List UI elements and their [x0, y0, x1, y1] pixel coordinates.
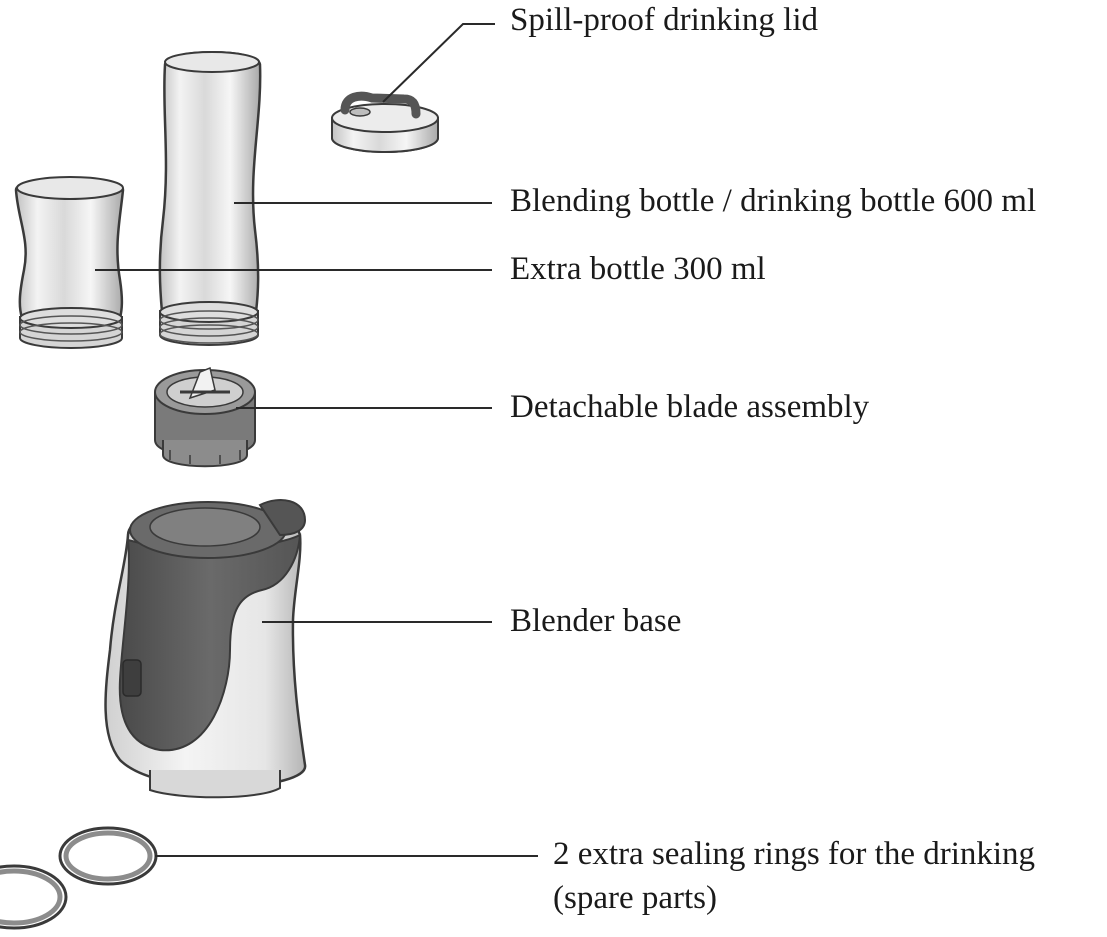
leader-lines — [95, 23, 538, 857]
extra-bottle-illustration — [14, 176, 125, 349]
blending-bottle-illustration — [158, 51, 262, 346]
sealing-rings-illustration — [0, 826, 158, 930]
leader-line-lid — [382, 23, 495, 103]
label-extra-bottle: Extra bottle 300 ml — [510, 251, 766, 287]
label-blade-assembly: Detachable blade assembly — [510, 389, 870, 425]
label-blender-base: Blender base — [510, 603, 682, 639]
blender-base-illustration — [104, 499, 307, 799]
drinking-lid-illustration — [331, 91, 439, 153]
label-sealing-rings: 2 extra sealing rings for the drinking — [553, 836, 1036, 872]
blade-assembly-illustration — [154, 366, 256, 468]
label-drinking-lid: Spill-proof drinking lid — [510, 2, 818, 38]
label-blending-bottle: Blending bottle / drinking bottle 600 ml — [510, 183, 1037, 219]
label-spare-parts: (spare parts) — [553, 880, 718, 916]
